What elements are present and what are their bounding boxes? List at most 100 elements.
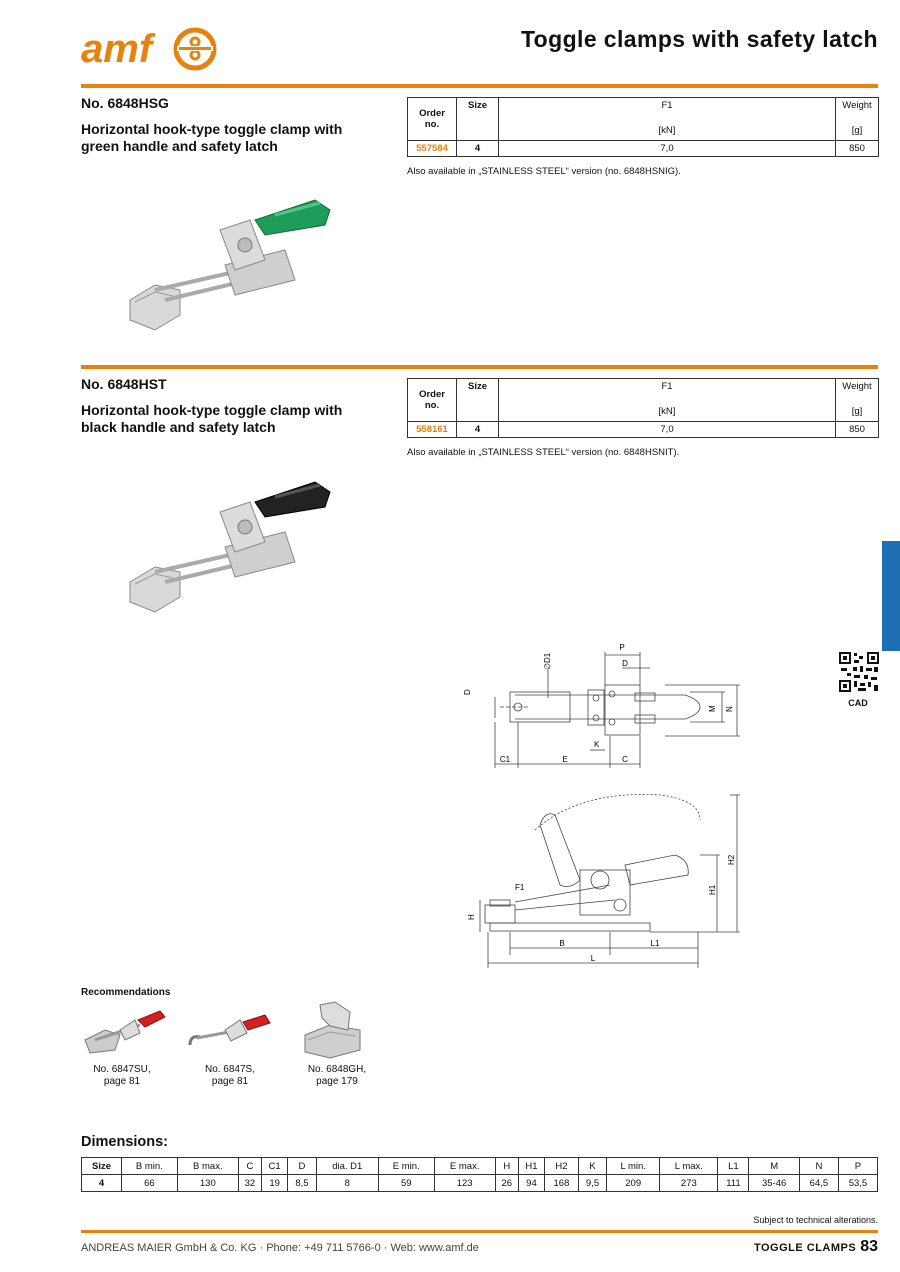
size-header: Size bbox=[456, 378, 499, 401]
weight-value: 850 bbox=[835, 421, 879, 438]
size-value: 4 bbox=[456, 421, 499, 438]
weight-header: Weight bbox=[835, 97, 879, 120]
product-number-1: No. 6848HSG bbox=[81, 95, 169, 111]
dim-value-cell: 26 bbox=[494, 1174, 519, 1192]
weight-value: 850 bbox=[835, 140, 879, 157]
dim-header-cell: H bbox=[494, 1157, 519, 1175]
section-rule-2 bbox=[81, 365, 878, 369]
rec-item-6848gh[interactable]: No. 6848GH, page 179 bbox=[287, 1064, 387, 1088]
dim-header-cell: E min. bbox=[377, 1157, 435, 1175]
dim-header-cell: K bbox=[577, 1157, 608, 1175]
rec-page: page 81 bbox=[103, 1076, 141, 1087]
f1-unit: [kN] bbox=[498, 120, 836, 141]
dim-header-cell: D bbox=[287, 1157, 317, 1175]
size-header: Size bbox=[456, 97, 499, 120]
label-l: L bbox=[591, 954, 596, 963]
label-h2: H2 bbox=[727, 854, 736, 865]
f1-header: F1 bbox=[498, 97, 836, 120]
dim-header-cell: P bbox=[837, 1157, 879, 1175]
dim-value-cell: 8 bbox=[315, 1174, 379, 1192]
dim-value-cell: 9,5 bbox=[577, 1174, 608, 1192]
dim-header-cell: L min. bbox=[606, 1157, 661, 1175]
amf-logo: amf bbox=[81, 26, 221, 72]
recommendations-title: Recommendations bbox=[81, 987, 171, 998]
dim-header-cell: E max. bbox=[433, 1157, 496, 1175]
label-m: M bbox=[708, 705, 717, 712]
label-b: B bbox=[559, 939, 564, 948]
weight-unit: [g] bbox=[835, 401, 879, 422]
spec-table-1: Order no. Size F1 Weight [kN] [g] 557584… bbox=[407, 97, 879, 157]
technical-drawing-side-view: F1 H H1 H2 B L1 L bbox=[467, 794, 740, 968]
logo-text: amf bbox=[81, 27, 156, 71]
qr-code-icon bbox=[838, 651, 880, 693]
page-number: 83 bbox=[860, 1238, 878, 1255]
dim-value-cell: 53,5 bbox=[837, 1174, 879, 1192]
order-header: Order no. bbox=[407, 378, 457, 422]
label-d1: ∅D1 bbox=[543, 652, 552, 670]
weight-unit: [g] bbox=[835, 120, 879, 141]
product-description-2: Horizontal hook-type toggle clamp with b… bbox=[81, 402, 343, 435]
rec-image-6848gh[interactable] bbox=[300, 1000, 370, 1062]
f1-header: F1 bbox=[498, 378, 836, 401]
section-label: TOGGLE CLAMPS bbox=[753, 1242, 857, 1254]
dim-header-cell: Size bbox=[81, 1157, 122, 1175]
product-description-1: Horizontal hook-type toggle clamp with g… bbox=[81, 121, 343, 154]
rec-label: No. 6848GH, bbox=[307, 1064, 367, 1075]
order-number-link[interactable]: 557584 bbox=[407, 140, 457, 157]
dim-value-cell: 32 bbox=[237, 1174, 262, 1192]
label-p: P bbox=[619, 643, 624, 652]
label-d-left: D bbox=[463, 689, 472, 695]
subject-note: Subject to technical alterations. bbox=[753, 1215, 878, 1225]
dim-value-cell: 130 bbox=[176, 1174, 239, 1192]
product-image-black-clamp bbox=[129, 481, 331, 613]
dim-value-cell: 59 bbox=[377, 1174, 435, 1192]
dim-value-cell: 64,5 bbox=[798, 1174, 839, 1192]
label-l1: L1 bbox=[651, 939, 660, 948]
dim-header-cell: H1 bbox=[517, 1157, 546, 1175]
dim-header-cell: B min. bbox=[120, 1157, 178, 1175]
dimensions-title: Dimensions: bbox=[81, 1134, 169, 1150]
rec-image-6847s[interactable] bbox=[185, 1005, 275, 1060]
footer-rule bbox=[81, 1230, 878, 1233]
dim-value-cell: 19 bbox=[260, 1174, 289, 1192]
label-c: C bbox=[622, 755, 628, 764]
dim-header-cell: N bbox=[798, 1157, 839, 1175]
rec-image-6847su[interactable] bbox=[80, 1005, 170, 1060]
label-d-top: D bbox=[622, 659, 628, 668]
rec-label: No. 6847S, bbox=[204, 1064, 256, 1075]
page-title: Toggle clamps with safety latch bbox=[520, 26, 878, 52]
order-number-link[interactable]: 558161 bbox=[407, 421, 457, 438]
label-n: N bbox=[725, 706, 734, 712]
label-f1: F1 bbox=[515, 883, 525, 892]
label-k: K bbox=[594, 740, 600, 749]
f1-value: 7,0 bbox=[498, 140, 836, 157]
label-h: H bbox=[467, 914, 476, 920]
weight-header: Weight bbox=[835, 378, 879, 401]
product-number-2: No. 6848HST bbox=[81, 376, 167, 392]
product-image-green-clamp bbox=[129, 199, 331, 331]
rec-item-6847su[interactable]: No. 6847SU, page 81 bbox=[72, 1064, 172, 1088]
cad-qr-link[interactable]: CAD bbox=[838, 651, 880, 708]
availability-note-1: Also available in „STAINLESS STEEL“ vers… bbox=[407, 166, 681, 177]
dim-value-cell: 8,5 bbox=[287, 1174, 317, 1192]
dim-header-cell: dia. D1 bbox=[315, 1157, 379, 1175]
chapter-tab[interactable] bbox=[882, 541, 900, 651]
dim-header-cell: B max. bbox=[176, 1157, 239, 1175]
rec-item-6847s[interactable]: No. 6847S, page 81 bbox=[180, 1064, 280, 1088]
dim-header-cell: C1 bbox=[260, 1157, 289, 1175]
dim-value-cell: 209 bbox=[606, 1174, 661, 1192]
cad-label: CAD bbox=[848, 698, 868, 708]
f1-value: 7,0 bbox=[498, 421, 836, 438]
rec-label: No. 6847SU, bbox=[93, 1064, 151, 1075]
dim-value-cell: 4 bbox=[81, 1174, 122, 1192]
dim-header-cell: L max. bbox=[659, 1157, 719, 1175]
dim-value-cell: 35-46 bbox=[748, 1174, 800, 1192]
label-c1: C1 bbox=[500, 755, 511, 764]
dim-header-cell: H2 bbox=[544, 1157, 579, 1175]
size-value: 4 bbox=[456, 140, 499, 157]
spec-table-2: Order no. Size F1 Weight [kN] [g] 558161… bbox=[407, 378, 879, 438]
rec-page: page 81 bbox=[211, 1076, 249, 1087]
